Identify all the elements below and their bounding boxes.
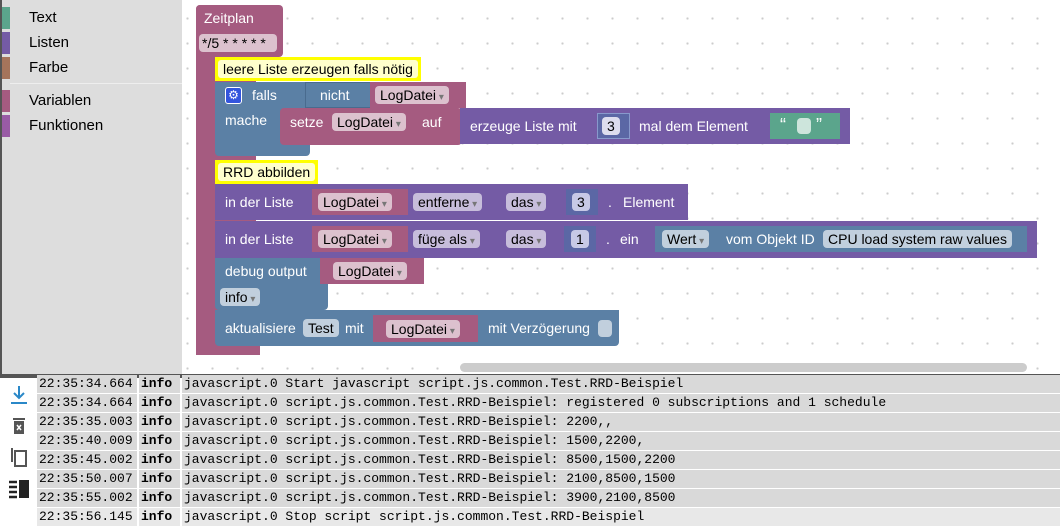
- quote-open: “: [780, 115, 786, 135]
- log-level: info: [139, 394, 180, 412]
- log-time: 22:35:50.007: [37, 470, 137, 488]
- log-time: 22:35:34.664: [37, 394, 137, 412]
- not-label: nicht: [320, 87, 350, 103]
- element-label: Element: [623, 194, 675, 210]
- log-message: javascript.0 script.js.common.Test.RRD-B…: [182, 394, 1060, 412]
- log-level-dropdown[interactable]: info: [220, 288, 261, 306]
- comment-text: RRD abbilden: [218, 163, 316, 181]
- log-message: javascript.0 script.js.common.Test.RRD-B…: [182, 413, 1060, 431]
- log-level: info: [139, 413, 180, 431]
- list-label: in der Liste: [225, 194, 294, 210]
- text-field[interactable]: [797, 118, 811, 134]
- toolbox-separator: [10, 83, 184, 84]
- if-label: falls: [252, 87, 277, 103]
- operation-dropdown[interactable]: füge als: [413, 230, 480, 248]
- log-time: 22:35:40.009: [37, 432, 137, 450]
- toolbox-category-lists[interactable]: Listen: [2, 32, 182, 56]
- update-label: aktualisiere: [225, 320, 296, 336]
- dot-label: .: [606, 231, 610, 247]
- log-message: javascript.0 script.js.common.Test.RRD-B…: [182, 432, 1060, 450]
- category-label: Funktionen: [29, 117, 104, 134]
- log-level: info: [139, 432, 180, 450]
- log-toolbar: [0, 378, 37, 530]
- comment-block[interactable]: RRD abbilden: [215, 160, 319, 184]
- to-label: auf: [422, 114, 442, 130]
- category-label: Variablen: [29, 92, 92, 109]
- with-label: mit: [345, 320, 364, 336]
- variable-dropdown[interactable]: LogDatei: [332, 113, 406, 131]
- log-message: javascript.0 script.js.common.Test.RRD-B…: [182, 470, 1060, 488]
- quote-close: ”: [816, 115, 822, 135]
- copy-icon[interactable]: [8, 445, 30, 467]
- log-level: info: [139, 375, 180, 393]
- dot-label: .: [608, 194, 612, 210]
- number-field[interactable]: 3: [572, 193, 590, 211]
- toolbox-category-text[interactable]: Text: [2, 7, 182, 31]
- delay-checkbox[interactable]: [598, 320, 612, 337]
- target-field[interactable]: Test: [303, 319, 339, 337]
- set-label: setze: [290, 114, 324, 130]
- debug-label: debug output: [225, 263, 307, 279]
- log-time: 22:35:45.002: [37, 451, 137, 469]
- category-label: Text: [29, 9, 57, 26]
- trash-icon[interactable]: [8, 415, 30, 437]
- property-dropdown[interactable]: Wert: [662, 230, 710, 248]
- insert-label: ein: [620, 231, 639, 247]
- log-time: 22:35:55.002: [37, 489, 137, 507]
- schedule-block-footer: [196, 343, 260, 355]
- toolbox-category-functions[interactable]: Funktionen: [2, 115, 182, 139]
- toolbox-category-color[interactable]: Farbe: [2, 57, 182, 81]
- scroll-down-icon[interactable]: [8, 384, 30, 406]
- log-time: 22:35:56.145: [37, 508, 137, 526]
- log-level: info: [139, 451, 180, 469]
- wrap-lines-icon[interactable]: [8, 477, 30, 499]
- schedule-title: Zeitplan: [204, 10, 254, 26]
- position-dropdown[interactable]: das: [506, 230, 547, 248]
- variable-dropdown[interactable]: LogDatei: [375, 86, 449, 104]
- log-message: javascript.0 script.js.common.Test.RRD-B…: [182, 489, 1060, 507]
- object-id-label: vom Objekt ID: [726, 231, 815, 247]
- variable-dropdown[interactable]: LogDatei: [333, 262, 407, 280]
- category-label: Listen: [29, 34, 70, 51]
- comment-text: leere Liste erzeugen falls nötig: [218, 60, 418, 78]
- operation-dropdown[interactable]: entferne: [413, 193, 483, 211]
- category-label: Farbe: [29, 59, 69, 76]
- horizontal-scrollbar[interactable]: [460, 363, 1027, 372]
- cron-field[interactable]: */5 * * * * *: [199, 34, 277, 52]
- log-time: 22:35:34.664: [37, 375, 137, 393]
- log-message: javascript.0 Start javascript script.js.…: [182, 375, 1060, 393]
- log-level: info: [139, 489, 180, 507]
- do-label: mache: [225, 112, 268, 128]
- log-level: info: [139, 508, 180, 526]
- comment-block[interactable]: leere Liste erzeugen falls nötig: [215, 57, 421, 81]
- toolbox: Text Listen Farbe Variablen Funktionen: [0, 0, 184, 374]
- position-dropdown[interactable]: das: [506, 193, 547, 211]
- create-list-label: erzeuge Liste mit: [470, 118, 577, 134]
- object-id-field[interactable]: CPU load system raw values: [823, 230, 1012, 248]
- log-message: javascript.0 Stop script script.js.commo…: [182, 508, 1060, 526]
- log-level: info: [139, 470, 180, 488]
- list-label: in der Liste: [225, 231, 294, 247]
- variable-dropdown[interactable]: LogDatei: [318, 230, 392, 248]
- log-time: 22:35:35.003: [37, 413, 137, 431]
- gear-icon[interactable]: ⚙: [225, 87, 242, 104]
- variable-dropdown[interactable]: LogDatei: [386, 320, 460, 338]
- log-message: javascript.0 script.js.common.Test.RRD-B…: [182, 451, 1060, 469]
- number-field[interactable]: 1: [571, 230, 589, 248]
- toolbox-category-variables[interactable]: Variablen: [2, 90, 182, 114]
- number-field[interactable]: 3: [602, 117, 620, 135]
- delay-label: mit Verzögerung: [488, 320, 590, 336]
- variable-dropdown[interactable]: LogDatei: [318, 193, 392, 211]
- repeat-label: mal dem Element: [639, 118, 748, 134]
